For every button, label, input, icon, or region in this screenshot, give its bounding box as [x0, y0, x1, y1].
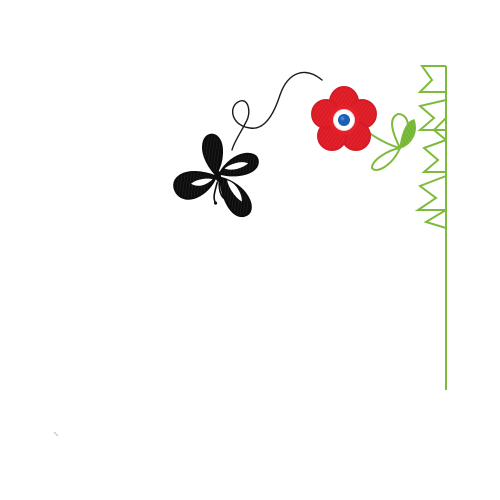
- embroidered-butterfly-icon: [173, 133, 259, 218]
- flight-path-line: [231, 71, 323, 151]
- embroidered-flower-icon: [311, 86, 377, 151]
- zigzag-grass-border-icon: [414, 65, 447, 390]
- embroidered-flower-stem-icon: [359, 112, 416, 171]
- flower-center: [338, 114, 350, 126]
- stray-stitch-mark: [53, 431, 59, 437]
